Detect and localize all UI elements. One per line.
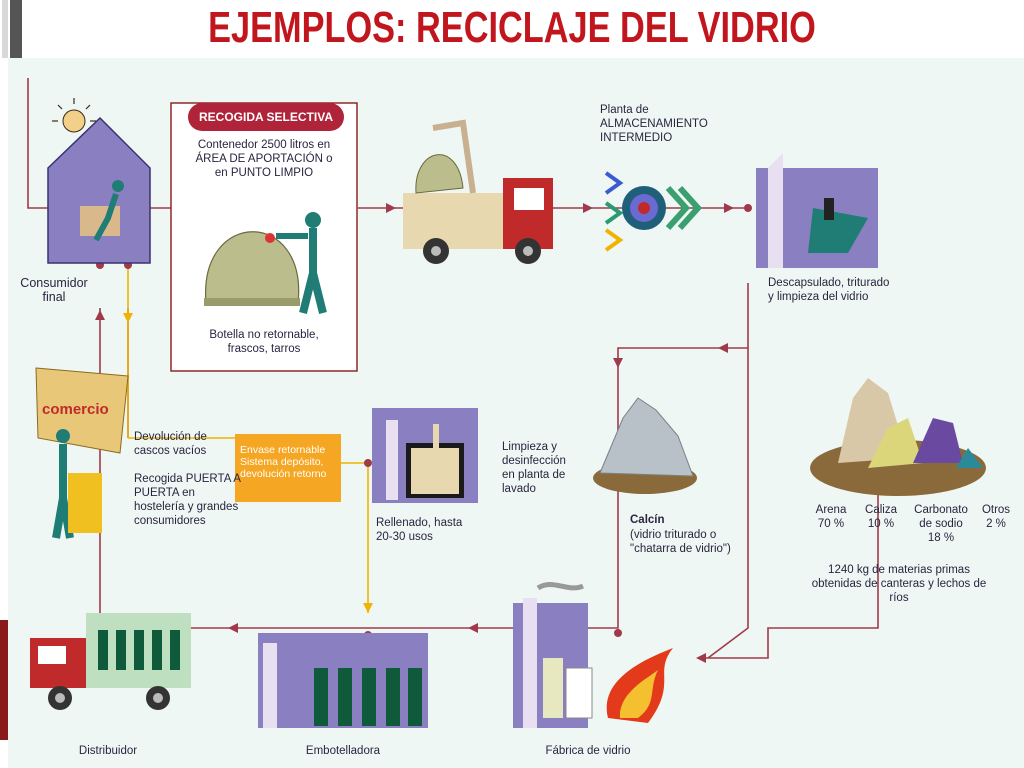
material-carbonato-name: Carbonato de sodio (914, 504, 968, 530)
bottling-plant (258, 633, 428, 728)
washing-plant (372, 408, 478, 503)
descapsulado-label: Descapsulado, triturado y limpieza del v… (768, 277, 890, 303)
arrow-heads (95, 203, 734, 663)
collection-truck (403, 119, 553, 264)
distribuidor-label: Distribuidor (78, 745, 138, 757)
materias-label: 1240 kg de materias primas obtenidas de … (811, 564, 987, 604)
calcin-desc: (vidrio triturado o "chatarra de vidrio"… (630, 529, 731, 555)
devolucion-label: Devolución de cascos vacíos (134, 431, 207, 457)
botella-label: Botella no retornable, frascos, tarros (209, 329, 319, 355)
calcin-label: Calcín (630, 514, 665, 526)
consumidor-label: Consumidor final (20, 276, 88, 304)
contenedor-label: Contenedor 2500 litros en ÁREA DE APORTA… (195, 139, 333, 179)
rellenado-label: Rellenado, hasta 20-30 usos (376, 517, 463, 543)
storage-target (604, 171, 703, 252)
envase-label: Envase retornable Sistema depósito, devo… (240, 444, 327, 480)
material-caliza-pct: 10 % (867, 518, 895, 530)
returnable-box (235, 434, 341, 502)
diagram-graphics (27, 78, 986, 728)
fabrica-label: Fábrica de vidrio (545, 745, 631, 757)
material-otros-name: Otros (981, 504, 1011, 516)
material-arena-pct: 70 % (817, 518, 845, 530)
crushing-plant (756, 153, 878, 268)
corner-decoration (0, 0, 46, 58)
consumer-house (47, 98, 151, 264)
shop (35, 367, 129, 539)
planta-label: Planta de ALMACENAMIENTO INTERMEDIO (600, 104, 708, 144)
recogida-selectiva-label: RECOGIDA SELECTIVA (198, 110, 333, 124)
distribution-truck (30, 613, 191, 710)
material-otros-pct: 2 % (986, 518, 1006, 530)
comercio-label: comercio (42, 401, 109, 418)
recogida-puerta-label: Recogida PUERTA A PUERTA en hostelería y… (134, 473, 241, 527)
material-caliza-name: Caliza (865, 504, 897, 516)
raw-materials (810, 378, 986, 496)
recycling-diagram: RECOGIDA SELECTIVA Contenedor 2500 litro… (8, 58, 1024, 768)
slide-title: EJEMPLOS: RECICLAJE DEL VIDRIO (208, 3, 816, 52)
recogida-box (170, 102, 358, 372)
cullet-pile (593, 397, 697, 494)
material-arena-name: Arena (815, 504, 847, 516)
material-carbonato-pct: 18 % (927, 532, 955, 544)
left-edge-decoration (0, 620, 8, 740)
embotelladora-label: Embotelladora (305, 745, 381, 757)
limpieza-label: Limpieza y desinfección en planta de lav… (502, 441, 566, 495)
glass-factory (513, 581, 673, 728)
